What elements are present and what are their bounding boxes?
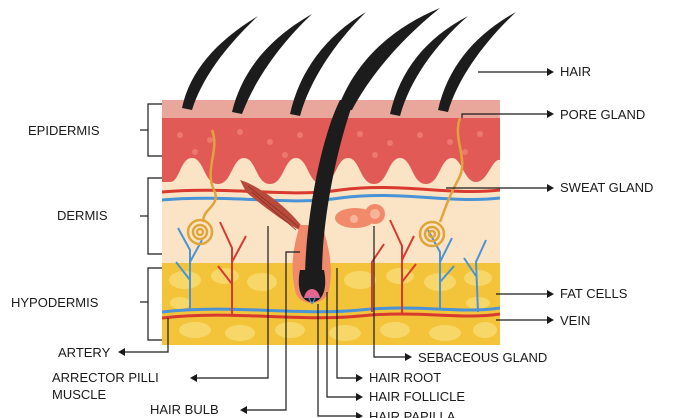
label-hair-root: HAIR ROOT: [369, 370, 441, 385]
hair-strands: [182, 8, 516, 116]
label-hair-papilla: HAIR PAPILLA: [369, 409, 456, 418]
label-pore-gland: PORE GLAND: [560, 107, 645, 122]
label-sweat-gland: SWEAT GLAND: [560, 180, 653, 195]
label-arrector-line2: MUSCLE: [52, 387, 107, 402]
dermis-bracket: [140, 178, 162, 254]
label-vein: VEIN: [560, 313, 590, 328]
artery-leader: [124, 318, 168, 352]
label-sebaceous-gland: SEBACEOUS GLAND: [418, 350, 547, 365]
label-hair-bulb: HAIR BULB: [150, 402, 219, 417]
label-hair: HAIR: [560, 64, 591, 79]
label-hair-follicle: HAIR FOLLICLE: [369, 389, 465, 404]
label-artery: ARTERY: [58, 345, 111, 360]
hypodermis-bracket: [140, 268, 162, 340]
label-fat-cells: FAT CELLS: [560, 286, 628, 301]
label-hypodermis: HYPODERMIS: [11, 295, 99, 310]
label-epidermis: EPIDERMIS: [28, 123, 100, 138]
skin-cross-section: [162, 8, 516, 348]
label-dermis: DERMIS: [57, 208, 108, 223]
label-arrector-line1: ARRECTOR PILLI: [52, 370, 159, 385]
epidermis-bracket: [140, 104, 162, 156]
